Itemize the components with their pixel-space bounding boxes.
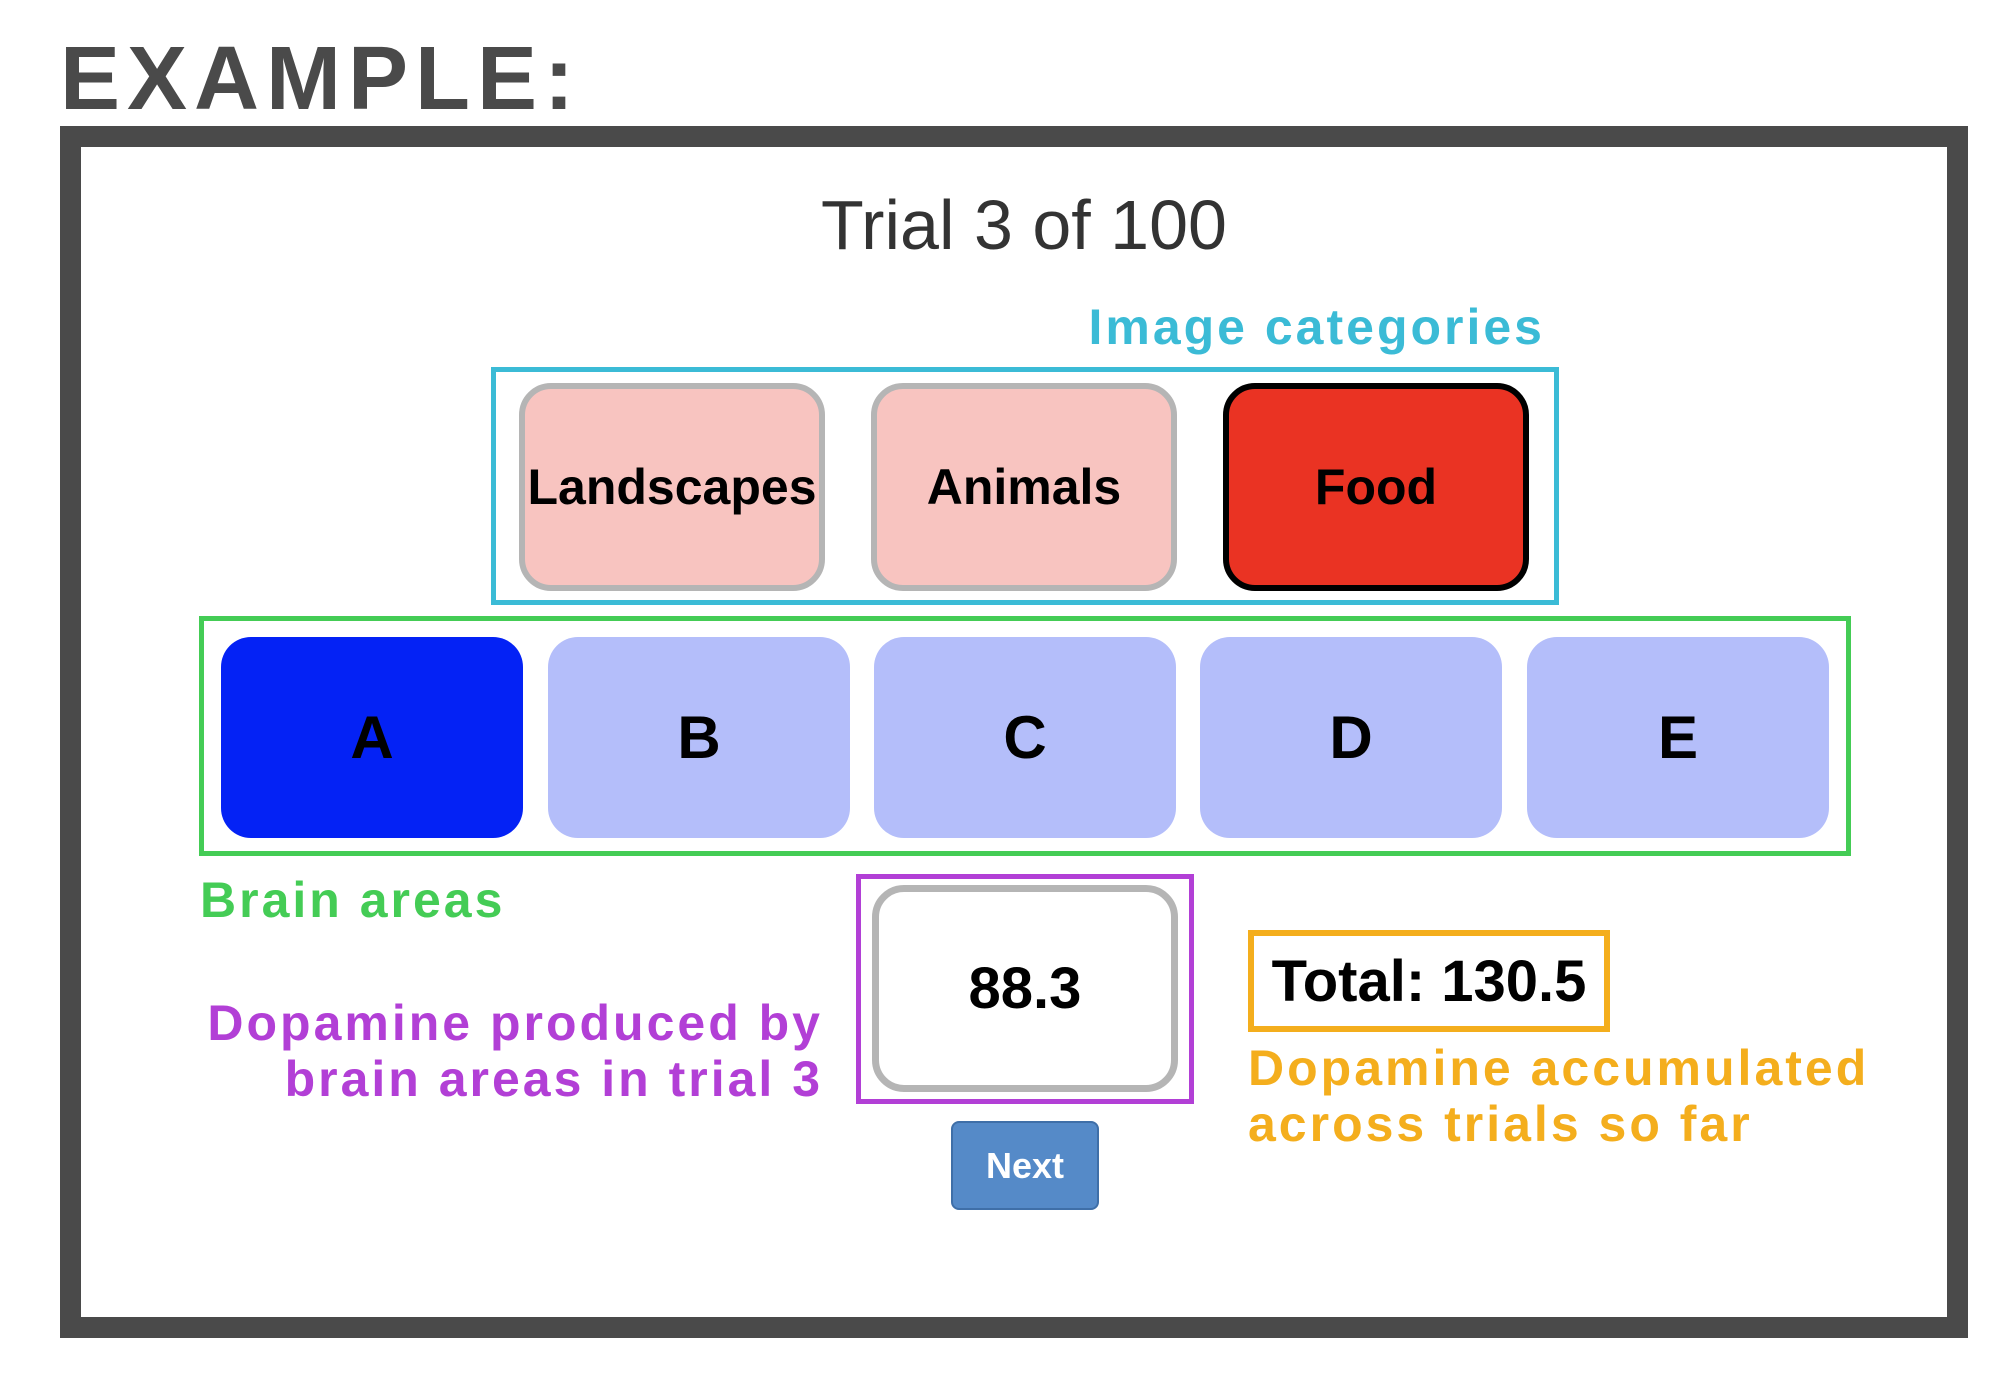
category-landscapes[interactable]: Landscapes <box>519 383 825 591</box>
total-dopamine: Total: 130.5 <box>1248 930 1610 1032</box>
total-label-line2: across trials so far <box>1248 1096 1753 1152</box>
brain-area-c[interactable]: C <box>874 637 1176 838</box>
dopamine-trial-value: 88.3 <box>872 885 1178 1092</box>
total-dopamine-label: Dopamine accumulated across trials so fa… <box>1248 1040 1968 1152</box>
example-heading: EXAMPLE: <box>60 29 582 129</box>
image-categories-outline <box>491 367 1559 605</box>
brain-areas-outline <box>199 616 1851 856</box>
image-categories-label: Image categories <box>1088 299 1545 355</box>
brain-area-b[interactable]: B <box>548 637 850 838</box>
brain-areas-label: Brain areas <box>200 872 506 928</box>
next-button[interactable]: Next <box>951 1121 1099 1210</box>
category-food[interactable]: Food <box>1223 383 1529 591</box>
brain-area-a[interactable]: A <box>221 637 523 838</box>
trial-title: Trial 3 of 100 <box>821 186 1227 264</box>
brain-area-e[interactable]: E <box>1527 637 1829 838</box>
brain-area-d[interactable]: D <box>1200 637 1502 838</box>
total-label-line1: Dopamine accumulated <box>1248 1040 1870 1096</box>
dopamine-trial-label-line1: Dopamine produced by <box>207 995 823 1051</box>
dopamine-trial-label: Dopamine produced by brain areas in tria… <box>150 995 823 1107</box>
category-animals[interactable]: Animals <box>871 383 1177 591</box>
dopamine-trial-outline <box>856 874 1194 1104</box>
dopamine-trial-label-line2: brain areas in trial 3 <box>284 1051 823 1107</box>
